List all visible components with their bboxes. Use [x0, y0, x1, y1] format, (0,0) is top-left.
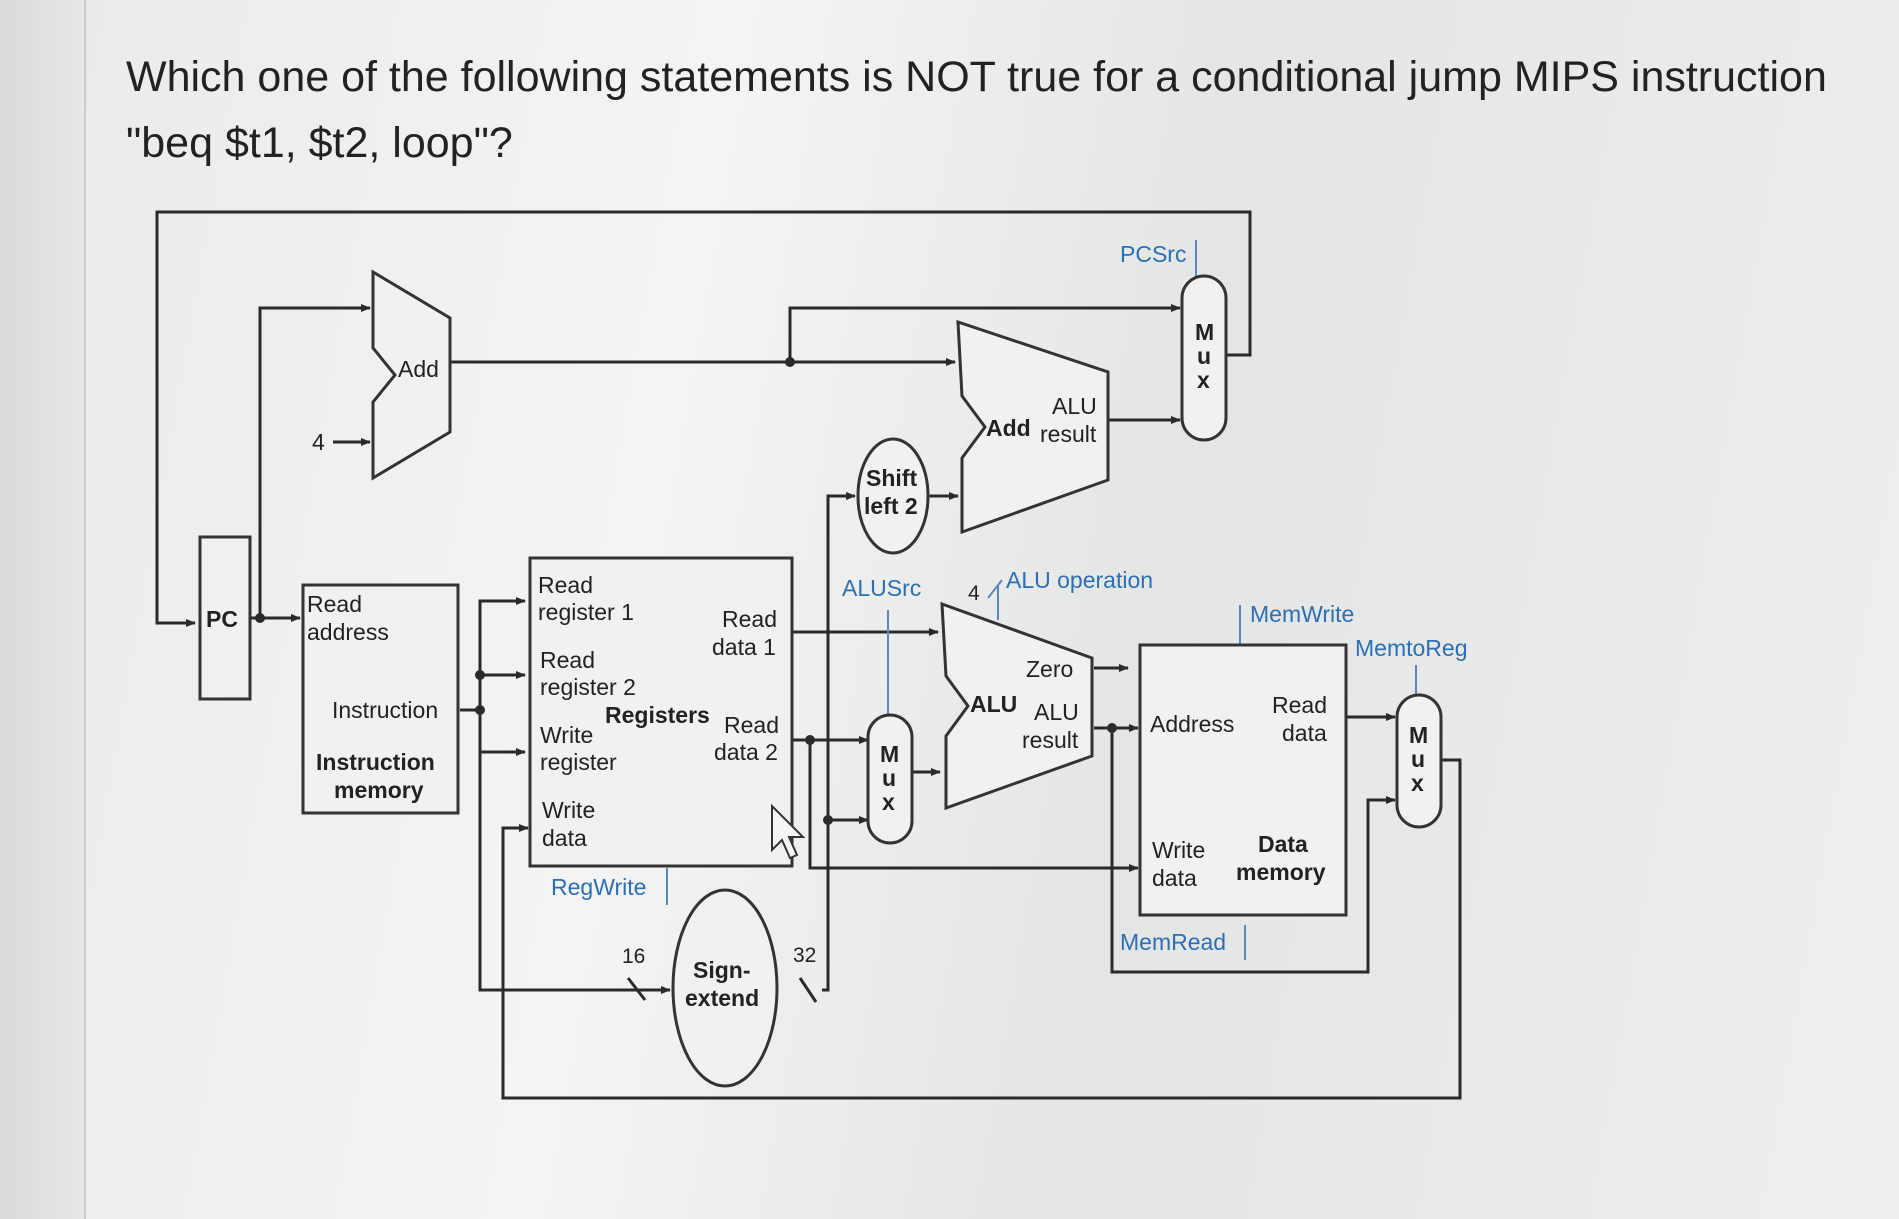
- sign-extend-line2: extend: [685, 985, 759, 1011]
- memread-label: MemRead: [1120, 929, 1226, 955]
- data-memory: [1138, 643, 1348, 917]
- width-16-label: 16: [622, 945, 645, 968]
- sign-extend-line1: Sign-: [693, 957, 751, 983]
- alusrc-mux: [866, 713, 914, 845]
- alu-operation-label: ALU operation: [1006, 567, 1153, 593]
- sign-extend-unit: [671, 888, 779, 1088]
- pc-register: [198, 535, 252, 701]
- memtoreg-mux-letter-m: M: [1409, 722, 1428, 748]
- wire-junctions: [255, 357, 1117, 825]
- alu-op-width-label: 4: [968, 582, 980, 605]
- pcsrc-label: PCSrc: [1120, 241, 1186, 267]
- reg-read-data1-a: Read: [722, 606, 777, 632]
- reg-read-register2-a: Read: [540, 647, 595, 673]
- alu-label: ALU: [970, 691, 1017, 717]
- imem-instruction-label: Instruction: [332, 697, 438, 723]
- reg-read-register1-b: register 1: [538, 599, 634, 625]
- reg-read-register1-a: Read: [538, 572, 593, 598]
- width-32-slash: [798, 977, 818, 1003]
- dmem-address-label: Address: [1150, 711, 1234, 737]
- dmem-write-data-line1: Write: [1152, 837, 1205, 863]
- imem-title-line2: memory: [334, 777, 424, 803]
- alusrc-mux-letter-m: M: [880, 741, 899, 767]
- shift-left-line1: Shift: [866, 465, 917, 491]
- pcsrc-mux-letter-x: x: [1197, 367, 1210, 393]
- memtoreg-mux-letter-x: x: [1411, 770, 1424, 796]
- dmem-write-data-line2: data: [1152, 865, 1197, 891]
- alusrc-mux-letter-u: u: [882, 765, 896, 791]
- pc-adder: [371, 269, 452, 481]
- imem-read-address-line1: Read: [307, 591, 362, 617]
- register-file: [528, 556, 794, 868]
- width-16-slash: [626, 977, 647, 1001]
- dmem-title-line1: Data: [1258, 831, 1308, 857]
- pcsrc-mux-letter-m: M: [1195, 319, 1214, 345]
- branch-alu-result-line1: ALU: [1052, 393, 1097, 419]
- branch-alu-result-line2: result: [1040, 421, 1097, 447]
- shift-left-line2: left 2: [864, 493, 918, 519]
- pcsrc-mux: [1180, 274, 1228, 442]
- dmem-read-data-line2: data: [1282, 720, 1327, 746]
- alu-op-width-slash: [987, 579, 1003, 599]
- reg-write-data-b: data: [542, 825, 587, 851]
- dmem-title-line2: memory: [1236, 859, 1326, 885]
- alu: [940, 601, 1094, 811]
- pc-adder-label: Add: [398, 356, 439, 382]
- alu-result-line1: ALU: [1034, 699, 1079, 725]
- question-line-1: Which one of the following statements is…: [126, 53, 1827, 101]
- instruction-memory: [301, 583, 460, 815]
- pcsrc-mux-letter-u: u: [1197, 343, 1211, 369]
- datapath-wires: [155, 210, 1462, 1100]
- alu-result-line2: result: [1022, 727, 1079, 753]
- reg-write-data-a: Write: [542, 797, 595, 823]
- alu-zero-label: Zero: [1026, 656, 1073, 682]
- constant-four-label: 4: [312, 429, 325, 455]
- memwrite-label: MemWrite: [1250, 601, 1354, 627]
- alusrc-label: ALUSrc: [842, 575, 921, 601]
- dmem-read-data-line1: Read: [1272, 692, 1327, 718]
- imem-read-address-line2: address: [307, 619, 389, 645]
- imem-title-line1: Instruction: [316, 749, 435, 775]
- shift-left-2-unit: [856, 437, 930, 555]
- memtoreg-label: MemtoReg: [1355, 635, 1467, 661]
- pc-label: PC: [206, 606, 238, 632]
- reg-read-data2-a: Read: [724, 712, 779, 738]
- page-edge: [0, 0, 86, 1219]
- mouse-cursor-icon: [771, 803, 806, 860]
- question-line-2: "beq $t1, $t2, loop"?: [126, 119, 513, 167]
- question-text: Which one of the following statements is…: [126, 44, 1846, 176]
- memtoreg-mux-letter-u: u: [1411, 746, 1425, 772]
- branch-adder-label: Add: [986, 415, 1031, 441]
- memtoreg-mux: [1395, 693, 1443, 829]
- alusrc-mux-letter-x: x: [882, 789, 895, 815]
- width-32-label: 32: [793, 944, 816, 967]
- branch-adder: [956, 319, 1110, 535]
- regwrite-label: RegWrite: [551, 874, 646, 900]
- reg-read-data1-b: data 1: [712, 634, 776, 660]
- registers-title: Registers: [605, 702, 710, 728]
- reg-write-register-b: register: [540, 749, 617, 775]
- reg-write-register-a: Write: [540, 722, 593, 748]
- reg-read-register2-b: register 2: [540, 674, 636, 700]
- reg-read-data2-b: data 2: [714, 739, 778, 765]
